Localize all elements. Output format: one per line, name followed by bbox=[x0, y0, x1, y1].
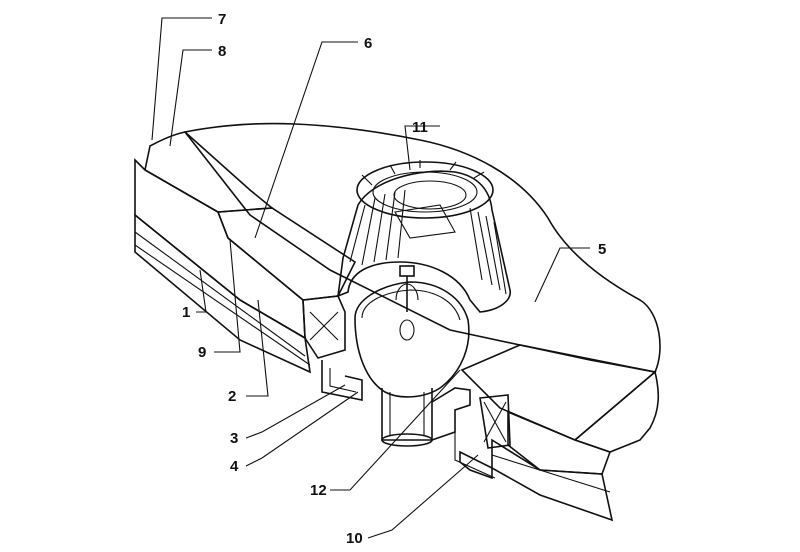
callout-7: 7 bbox=[218, 11, 226, 28]
strainer-top-center bbox=[393, 180, 467, 210]
insulation-block-left bbox=[134, 158, 306, 340]
drain-bowl bbox=[354, 281, 470, 398]
right-clamp-x-mark bbox=[483, 401, 507, 443]
callout-2: 2 bbox=[228, 388, 236, 405]
left-clamp-block bbox=[302, 295, 346, 359]
right-step-flange bbox=[431, 387, 471, 441]
callout-4: 4 bbox=[230, 458, 239, 475]
strainer-top-inner-ring bbox=[372, 171, 478, 213]
strainer-top-ring bbox=[356, 161, 494, 219]
callout-3: 3 bbox=[230, 430, 238, 447]
callout-11: 11 bbox=[412, 119, 428, 136]
clamp-bolt bbox=[395, 265, 419, 341]
strainer-slot-lines bbox=[349, 189, 507, 295]
layer-seam-line-2 bbox=[134, 244, 311, 366]
callout-1: 1 bbox=[182, 304, 190, 321]
deck-slab-right bbox=[491, 438, 614, 522]
lower-bracket-right-inner bbox=[454, 432, 496, 479]
lower-bracket-left bbox=[321, 360, 363, 401]
dark-edge-band-left bbox=[144, 131, 275, 213]
layer-seam-line-1 bbox=[134, 231, 306, 357]
callout-6: 6 bbox=[364, 35, 372, 52]
membrane-surface bbox=[183, 122, 661, 373]
callout-9: 9 bbox=[198, 344, 206, 361]
drain-bowl-inner-rim bbox=[361, 289, 461, 321]
callout-5: 5 bbox=[598, 241, 606, 258]
left-clamp-x-mark bbox=[309, 311, 339, 341]
outlet-pipe bbox=[381, 388, 433, 441]
callout-10: 10 bbox=[346, 530, 363, 547]
right-clamp-block bbox=[479, 394, 511, 449]
outlet-pipe-inner-wall bbox=[389, 392, 425, 436]
callout-8: 8 bbox=[218, 43, 226, 60]
callout-12: 12 bbox=[310, 482, 327, 499]
lower-bracket-left-inner bbox=[329, 368, 357, 393]
strainer-cutout-panel bbox=[394, 204, 456, 239]
lower-bracket-right bbox=[459, 450, 493, 480]
deck-slab-left bbox=[134, 213, 312, 374]
striped-layer-right bbox=[460, 344, 657, 441]
dark-edge-band-right bbox=[573, 370, 660, 453]
strainer-top-slot-marks bbox=[361, 160, 485, 186]
leader-lines bbox=[151, 17, 590, 539]
strainer-dome bbox=[337, 160, 511, 313]
layer-seam-line-3 bbox=[491, 454, 611, 493]
